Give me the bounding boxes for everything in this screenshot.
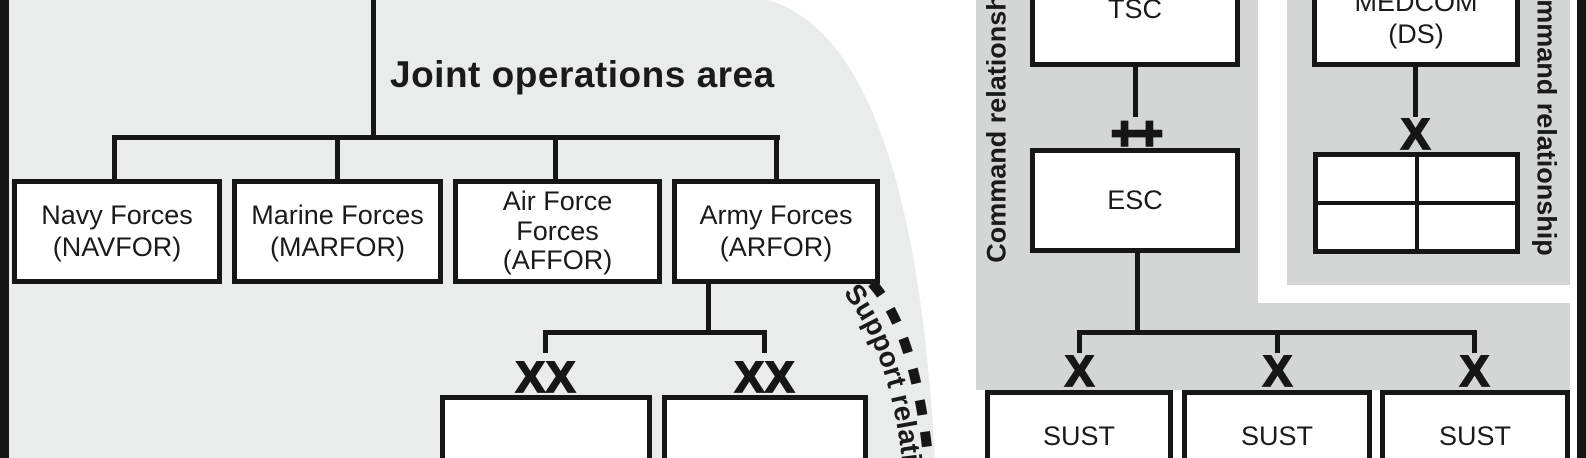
sust-3-label: SUST: [1438, 421, 1511, 451]
connector-army-horizontal: [543, 330, 767, 335]
marine-label-line2: (MARFOR): [270, 231, 405, 262]
support-relationship-dashed-line: [868, 279, 934, 458]
unit-box-medcom: MEDCOM (DS): [1312, 0, 1520, 67]
unit-box-sust-3: SUST: [1380, 390, 1570, 458]
connector-drop-airforce: [553, 138, 558, 180]
division-box-2: [662, 395, 868, 458]
joa-title: Joint operations area: [390, 54, 775, 95]
unit-box-marine: Marine Forces (MARFOR): [232, 179, 443, 284]
connector-drop-sust-1: [1077, 333, 1082, 353]
med-grid-horizontal-divider: [1318, 201, 1515, 205]
unit-box-navy: Navy Forces (NAVFOR): [12, 179, 222, 284]
navy-label-line1: Navy Forces: [41, 200, 193, 231]
connector-drop-division-1: [543, 333, 548, 353]
airforce-label-line1: Air Force: [502, 185, 613, 216]
sust-1-label: SUST: [1042, 421, 1115, 451]
echelon-brigade-sust-3: X: [1459, 347, 1491, 396]
connector-drop-sust-3: [1472, 333, 1477, 353]
esc-label: ESC: [1107, 184, 1163, 215]
medcom-label-line1: MEDCOM: [1354, 0, 1478, 18]
connector-joa-horizontal: [112, 135, 780, 140]
figure-right-border: [1577, 0, 1586, 458]
connector-army-stem: [706, 283, 711, 333]
connector-sust-horizontal: [1077, 330, 1477, 335]
tsc-label: TSC: [1108, 0, 1162, 24]
airforce-label-line3: (AFFOR): [502, 245, 613, 276]
command-relations-panel-extension: [1258, 303, 1570, 390]
connector-drop-sust-2: [1275, 333, 1280, 353]
connector-medcom-stem: [1413, 67, 1418, 117]
army-label-line2: (ARFOR): [719, 231, 833, 262]
echelon-brigade-sust-1: X: [1064, 347, 1096, 396]
unit-box-tsc: TSC: [1030, 0, 1240, 67]
connector-drop-marine: [335, 138, 340, 180]
command-relationship-label-left: Command relationship: [981, 0, 1012, 263]
navy-label-line2: (NAVFOR): [52, 231, 182, 262]
division-box-1: [440, 395, 652, 458]
unit-box-sust-2: SUST: [1182, 390, 1372, 458]
echelon-division-1: XX: [515, 353, 577, 402]
med-unit-grid-box: [1313, 152, 1520, 254]
sust-2-label: SUST: [1240, 421, 1313, 451]
connector-drop-division-2: [762, 333, 767, 353]
echelon-brigade-sust-2: X: [1262, 347, 1294, 396]
airforce-label-line2: Forces: [516, 215, 599, 246]
army-label-line1: Army Forces: [699, 200, 853, 231]
unit-box-sust-1: SUST: [985, 390, 1173, 458]
connector-joa-stem: [371, 0, 376, 138]
connector-drop-navy: [112, 138, 117, 180]
echelon-brigade-medcom: X: [1400, 110, 1432, 159]
medcom-label-line2: (DS): [1388, 18, 1444, 49]
figure-left-border: [0, 0, 9, 458]
unit-box-army: Army Forces (ARFOR): [672, 179, 880, 284]
echelon-division-2: XX: [734, 353, 796, 402]
connector-drop-army: [774, 138, 779, 180]
unit-box-airforce: Air Force Forces (AFFOR): [453, 179, 662, 284]
unit-box-esc: ESC: [1030, 148, 1240, 253]
marine-label-line1: Marine Forces: [251, 200, 424, 231]
command-relationship-label-right: Command relationship: [1531, 0, 1562, 256]
connector-tsc-esc: [1133, 67, 1138, 117]
connector-esc-stem: [1135, 253, 1140, 333]
